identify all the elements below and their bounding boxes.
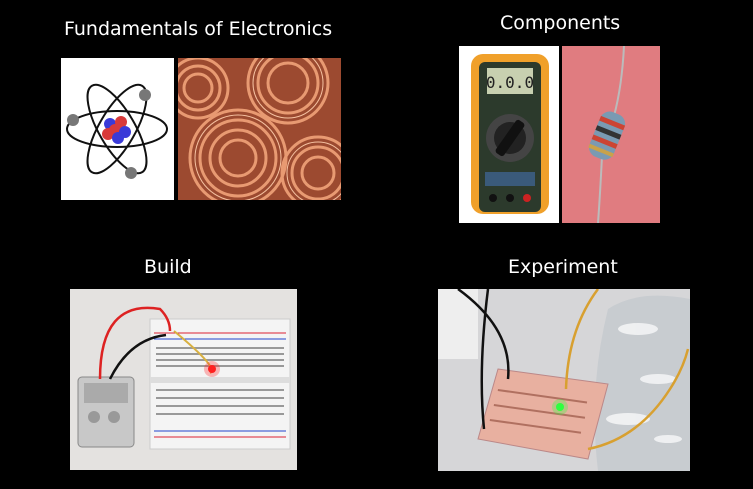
atom-image: [61, 58, 174, 200]
title-fundamentals: Fundamentals of Electronics: [64, 18, 333, 40]
experiment-image: [438, 289, 690, 471]
title-build: Build: [144, 256, 192, 278]
multimeter-image: 0.0.0: [459, 46, 559, 223]
multimeter-display: 0.0.0: [486, 73, 534, 92]
build-breadboard-image: [70, 289, 297, 470]
title-components: Components: [500, 12, 621, 34]
copper-wire-image: [178, 58, 341, 200]
title-experiment: Experiment: [508, 256, 618, 278]
resistor-image: [562, 46, 660, 223]
